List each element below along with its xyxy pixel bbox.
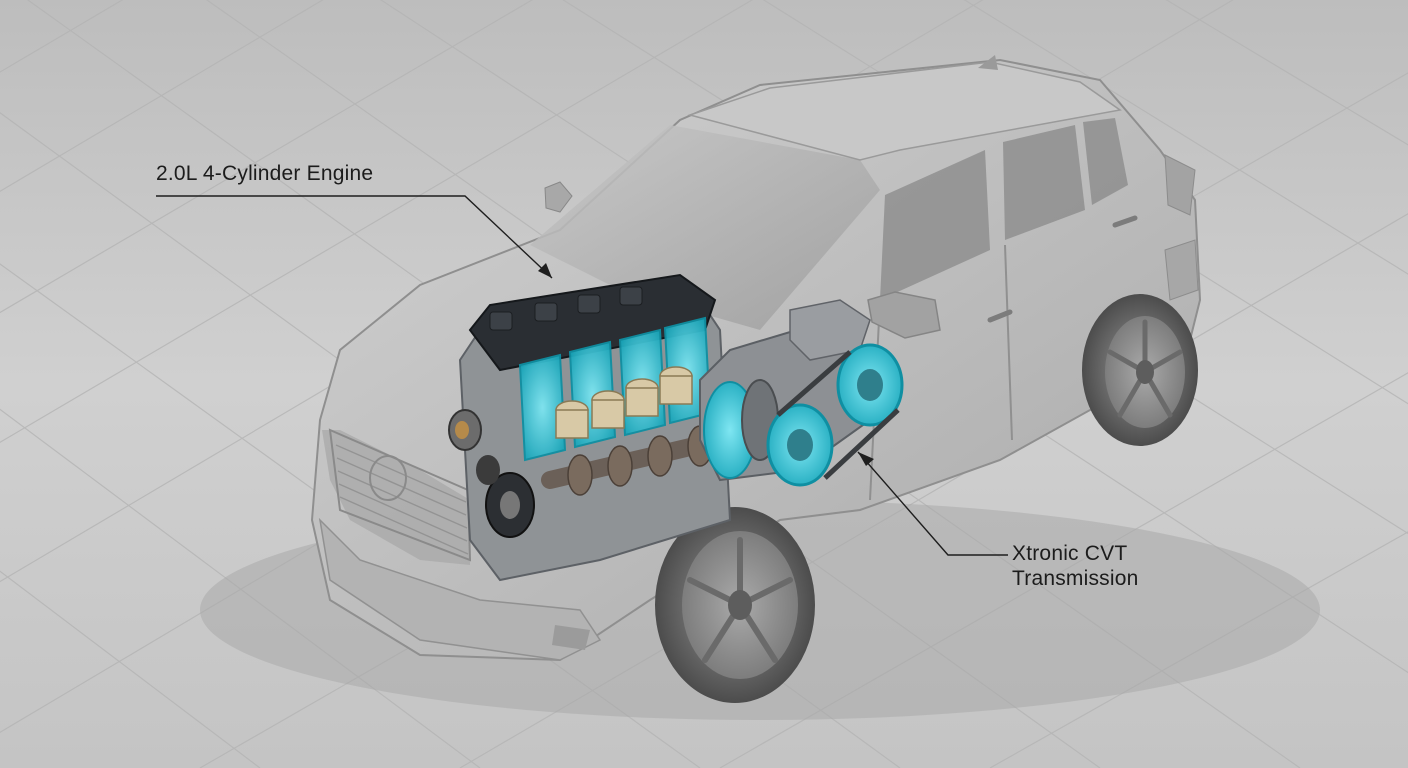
transmission-callout-line1: Xtronic CVT (1012, 542, 1128, 565)
engine-arrowhead (538, 263, 552, 278)
transmission-cutaway-icon (699, 299, 904, 487)
transmission-callout-label: Xtronic CVT Transmission (1012, 541, 1138, 591)
engine-leader-line (156, 195, 553, 279)
engine-cutaway-icon (448, 273, 732, 582)
rear-wheel (1082, 294, 1198, 446)
engine-callout-label: 2.0L 4-Cylinder Engine (156, 162, 374, 185)
callout-lines (156, 195, 1008, 556)
callout-arrowheads (538, 263, 874, 466)
transmission-leader-line (857, 451, 1008, 556)
front-wheel (655, 507, 815, 703)
transmission-arrowhead (858, 452, 874, 466)
transmission-callout-line2: Transmission (1012, 567, 1139, 590)
